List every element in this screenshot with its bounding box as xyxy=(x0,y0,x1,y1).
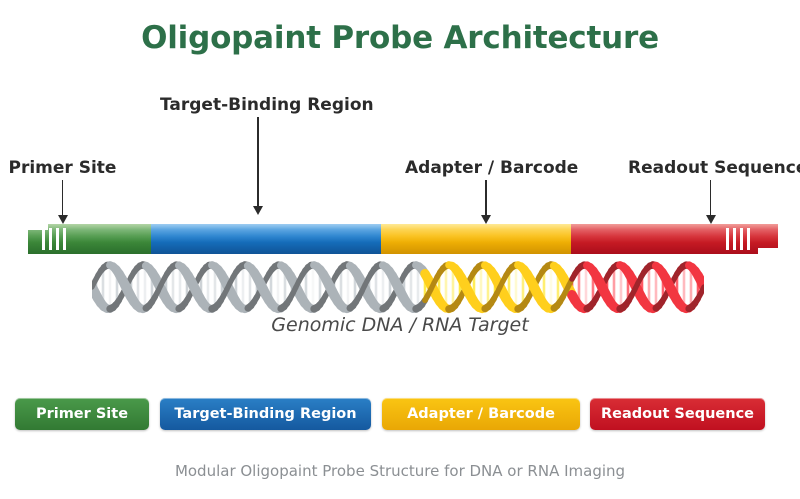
legend-chip-4[interactable]: Readout Sequence xyxy=(590,398,765,430)
probe-segment-primer-site xyxy=(28,224,151,254)
tick-mark xyxy=(726,228,729,250)
callout-2: Target-Binding Region xyxy=(160,95,374,215)
probe-segment-adapter-barcode xyxy=(381,224,571,254)
legend-chip-3[interactable]: Adapter / Barcode xyxy=(382,398,580,430)
tick-mark xyxy=(49,228,52,250)
footer-caption: Modular Oligopaint Probe Structure for D… xyxy=(174,462,626,480)
down-arrow-icon xyxy=(705,180,716,224)
tick-mark xyxy=(733,228,736,250)
primer-tick-marks xyxy=(42,228,66,250)
callout-4: Readout Sequence xyxy=(628,158,800,224)
legend: Primer Site Target-Binding Region Adapter … xyxy=(0,398,800,430)
segment-gloss xyxy=(151,224,381,254)
legend-chip-1[interactable]: Primer Site xyxy=(15,398,149,430)
helix-caption: Genomic DNA / RNA Target xyxy=(271,314,529,336)
tick-mark xyxy=(56,228,59,250)
down-arrow-icon xyxy=(57,180,68,224)
tick-mark xyxy=(63,228,66,250)
tick-mark xyxy=(747,228,750,250)
probe-segment-readout-sequence xyxy=(571,224,778,254)
callout-label: Adapter / Barcode xyxy=(405,158,579,178)
tick-mark xyxy=(740,228,743,250)
probe-bar xyxy=(28,224,778,254)
callout-3: Adapter / Barcode xyxy=(405,158,579,224)
probe-right-notch xyxy=(758,248,778,254)
dna-helix-graphic xyxy=(87,261,709,314)
callout-label: Readout Sequence xyxy=(628,158,800,178)
page-title: Oligopaint Probe Architecture xyxy=(141,20,659,56)
tick-mark xyxy=(42,228,45,250)
callout-1: Primer Site xyxy=(0,158,125,224)
legend-chip-2[interactable]: Target-Binding Region xyxy=(160,398,371,430)
segment-gloss xyxy=(381,224,571,254)
probe-left-notch xyxy=(28,224,48,230)
callout-label: Primer Site xyxy=(8,158,117,178)
callout-label: Target-Binding Region xyxy=(160,95,374,115)
down-arrow-icon xyxy=(253,117,263,215)
down-arrow-icon xyxy=(481,180,491,224)
probe-segment-target-binding-region xyxy=(151,224,381,254)
helix-strand-b xyxy=(698,284,707,296)
readout-tick-marks xyxy=(726,228,750,250)
dna-helix xyxy=(87,256,709,318)
